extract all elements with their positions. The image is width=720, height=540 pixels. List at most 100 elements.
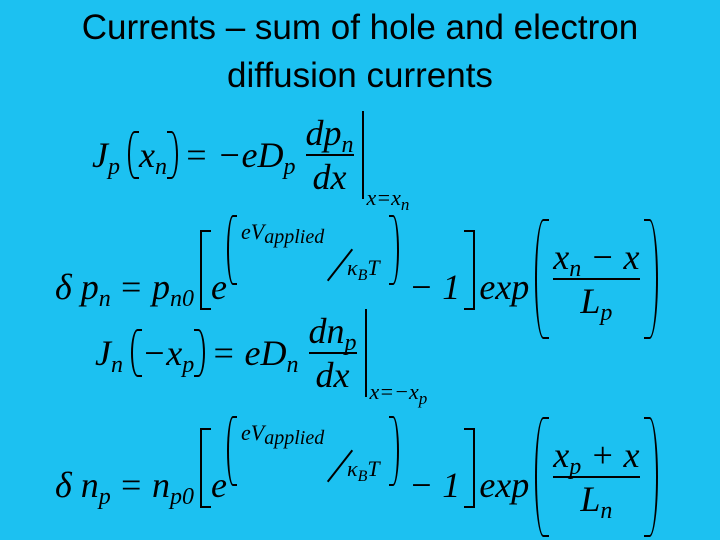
eq3-J: J: [95, 333, 111, 373]
eq1-rhs: = −eD: [183, 135, 284, 175]
eq4-p-sub: p0: [170, 484, 195, 511]
eq3-num: dn: [308, 311, 345, 351]
eq4-frac-num-term: xp + x: [553, 435, 640, 479]
eq4-frac-num-sub: p: [569, 454, 582, 481]
eq2-exp: exp: [479, 267, 530, 307]
eq2-exp-den-term: κBT: [347, 255, 380, 284]
eq2-frac-num-term: xn − x: [553, 237, 640, 281]
eq1-eval-sub: n: [400, 195, 410, 215]
eq4-rparen: [643, 417, 658, 537]
eq4-frac-den: L: [580, 479, 601, 519]
eq4-minus-one: − 1: [409, 465, 461, 505]
eq4-fraction-bar: [553, 476, 640, 478]
eq1-rparen: [166, 131, 178, 179]
eq2-lhs-sub: n: [98, 286, 111, 313]
eq4-lhs: δ n: [55, 465, 99, 505]
eq2-e: e: [211, 267, 228, 307]
eq2-frac-den-term: Lp: [580, 281, 612, 325]
eq2-lhs-term: δ pn: [55, 267, 111, 311]
eq2-lhs: δ p: [55, 267, 99, 307]
eq2-fraction-bar: [553, 278, 640, 280]
eq4-rbracket: [464, 428, 476, 508]
eq3-D-sub: n: [286, 352, 299, 379]
eq3-J-sub: n: [110, 352, 123, 379]
eq4-exp-den: κ: [347, 456, 358, 481]
eq1-J-term: Jp: [92, 137, 120, 179]
eq3-x: −x: [141, 333, 183, 373]
eq3-fraction-bar: [308, 352, 357, 354]
eq2-exp-den-sub: B: [357, 266, 368, 284]
eq2-exp-rparen: [389, 215, 400, 285]
eq4-lparen: [535, 417, 550, 537]
eq2-frac-den: L: [580, 281, 601, 321]
eq2-p-sub: n0: [170, 286, 195, 313]
eq3-eval: x=−x: [369, 379, 419, 404]
eq3-x-sub: p: [182, 352, 195, 379]
eq4-frac-num: x: [553, 435, 570, 475]
eq4-exp-den-term: κBT: [347, 456, 380, 485]
eq3-rhs-term: = eDn: [211, 333, 298, 377]
eq1-rhs-term: = −eDp: [183, 135, 296, 179]
eq3-fraction: dnp dx: [308, 311, 357, 395]
eq2-fraction: xn − x Lp: [553, 237, 640, 325]
eq1-fraction-bar: [305, 154, 354, 156]
eq4-frac-den-sub: n: [600, 498, 613, 525]
eq3-eval-sub: p: [418, 389, 428, 409]
eq2-exp-den: κ: [347, 255, 358, 280]
eq4-exp-num-term: eVapplied: [241, 420, 324, 449]
eq2-eq-term: = pn0: [118, 267, 194, 311]
eq4-exp-den-sub: B: [357, 467, 368, 485]
eq2-frac-num: x: [553, 237, 570, 277]
eq1-x: x: [138, 135, 155, 175]
eq3-den: dx: [315, 355, 350, 395]
equation-electron-excess: δ np = np0 e eVapplied κBT − 1 exp xp + …: [55, 416, 658, 538]
eq1-J-sub: p: [107, 154, 120, 181]
slide-title-line-1: Currents – sum of hole and electron: [81, 8, 639, 47]
eq2-rparen: [643, 219, 658, 339]
eq2-paren-group: xn − x Lp: [535, 218, 658, 340]
eq4-paren-group: xp + x Ln: [535, 416, 658, 538]
eq1-x-term: xn: [138, 135, 167, 179]
eq1-lparen: [127, 131, 139, 179]
eq3-rparen: [194, 329, 206, 377]
eq4-exp-num: eV: [241, 420, 265, 445]
eq3-J-term: Jn: [95, 333, 123, 377]
equation-hole-excess: δ pn = pn0 e eVapplied κBT − 1 exp xn − …: [55, 215, 658, 340]
eq1-eval-term: x=xn: [366, 185, 410, 214]
slide-title-line-2: diffusion currents: [227, 56, 493, 95]
eq1-num-sub: n: [341, 132, 354, 159]
eq2-exponent: eVapplied κBT: [227, 215, 400, 285]
eq4-frac-num-rest: + x: [590, 435, 640, 475]
eq4-frac-den-term: Ln: [580, 479, 612, 523]
eq3-lparen: [130, 329, 142, 377]
eq4-lhs-sub: p: [98, 484, 111, 511]
eq1-x-sub: n: [154, 154, 167, 181]
eq1-evaluation: x=xn: [361, 111, 409, 213]
eq2-frac-den-sub: p: [600, 300, 613, 327]
eq2-frac-num-rest: − x: [590, 237, 640, 277]
eq2-eq: = p: [118, 267, 171, 307]
equation-hole-current: Jp xn = −eDp dpn dx x=xn: [92, 110, 409, 213]
eq2-exp-den-T: T: [367, 255, 380, 280]
eq3-num-term: dnp: [308, 311, 357, 355]
eq4-exp: exp: [479, 465, 530, 505]
eq4-e: e: [211, 465, 228, 505]
eq4-exp-den-T: T: [367, 456, 380, 481]
eq3-evaluation: x=−xp: [364, 309, 427, 407]
eq4-eq: = n: [118, 465, 171, 505]
eq2-lparen: [535, 219, 550, 339]
eq1-num: dp: [305, 113, 342, 153]
eq4-lbracket: [200, 428, 212, 508]
eq1-eval-bar: [361, 111, 364, 199]
eq4-lhs-term: δ np: [55, 465, 111, 509]
eq2-lbracket: [200, 230, 212, 310]
eq4-exponent: eVapplied κBT: [227, 416, 400, 486]
eq2-exp-num-term: eVapplied: [241, 221, 324, 248]
eq3-x-term: −xp: [141, 333, 194, 377]
eq1-num-term: dpn: [305, 113, 354, 157]
eq1-eval: x=x: [366, 185, 401, 210]
eq1-D-sub: p: [283, 154, 296, 181]
eq2-rbracket: [464, 230, 476, 310]
eq2-exp-lparen: [227, 215, 238, 285]
eq3-rhs: = eD: [211, 333, 287, 373]
